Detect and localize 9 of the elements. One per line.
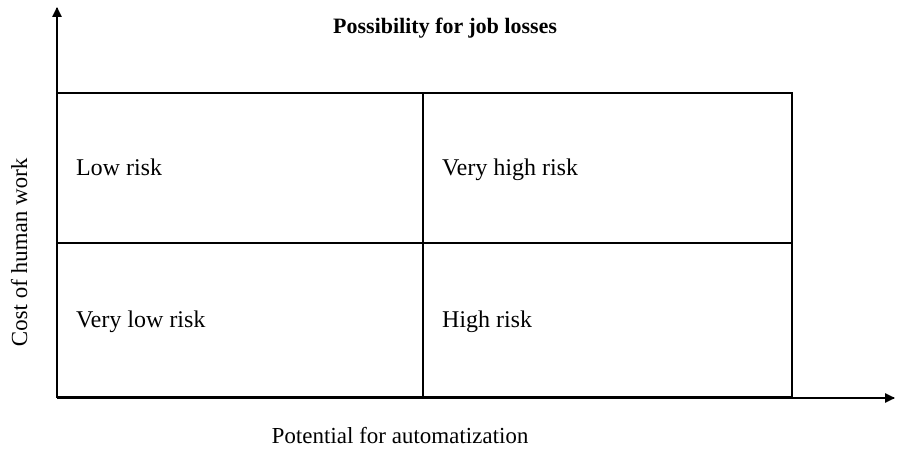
quadrant-box <box>422 242 793 398</box>
risk-level-text: Very low risk <box>76 306 206 335</box>
axis-label: Cost of human work <box>6 158 33 346</box>
risk-level-text: Very high risk <box>442 154 578 183</box>
axis-label: Potential for automatization <box>272 422 528 450</box>
chart-title: Possibility for job losses <box>332 12 558 40</box>
risk-level-text: Low risk <box>76 154 162 183</box>
quadrant-box <box>422 92 793 244</box>
risk-level-text: High risk <box>442 306 532 335</box>
